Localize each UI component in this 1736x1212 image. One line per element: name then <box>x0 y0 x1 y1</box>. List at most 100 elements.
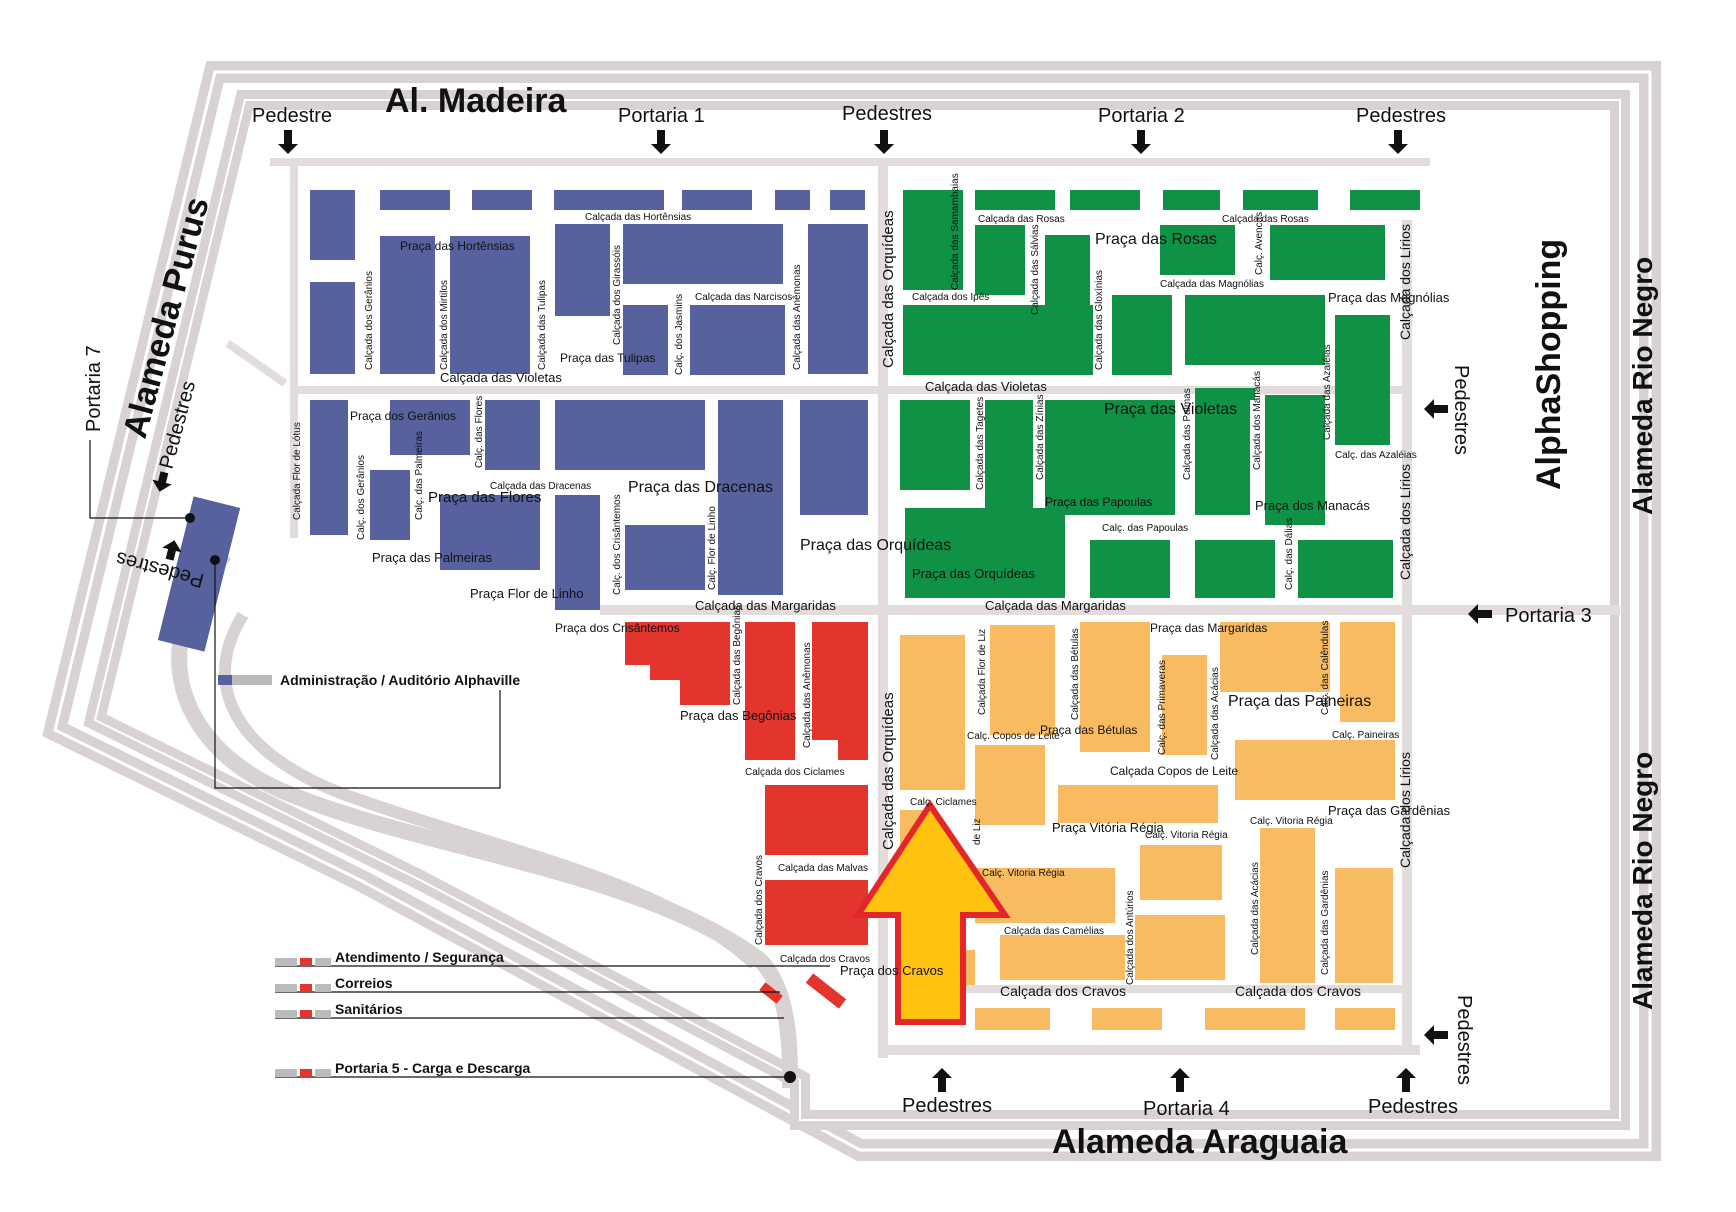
walkway-vitoria-regia-2: Calç. Vitoria Régia <box>1250 816 1333 827</box>
purus-curve <box>171 548 799 1089</box>
building <box>370 470 410 540</box>
portaria-7-leader <box>89 440 190 519</box>
margaridas-walkway <box>600 605 1620 615</box>
building <box>310 190 355 260</box>
walkway-gardenias: Calçada das Gardênias <box>1320 870 1331 975</box>
green-zone <box>900 190 1420 598</box>
walkway-grid <box>225 158 1620 1058</box>
walkway-violetas-left: Calçada das Violetas <box>440 370 562 385</box>
square-hortensias: Praça das Hortênsias <box>400 239 515 253</box>
lirios-walkway <box>1402 220 1412 1050</box>
up-arrow-icon <box>932 1068 952 1092</box>
building <box>1260 828 1315 983</box>
building <box>1235 740 1395 800</box>
building <box>1140 845 1222 900</box>
building <box>1070 190 1140 210</box>
building <box>472 190 532 210</box>
building <box>310 282 355 374</box>
building <box>555 400 705 470</box>
building <box>903 190 963 290</box>
building <box>990 625 1055 735</box>
building <box>1163 190 1220 210</box>
left-arrow-icon <box>1424 399 1448 419</box>
walkway-malvas: Calçada das Malvas <box>778 863 868 874</box>
building <box>1220 622 1330 692</box>
building <box>808 224 868 374</box>
atendimento-swatch <box>275 958 297 966</box>
building <box>554 190 664 210</box>
legend-correios: Correios <box>335 975 393 991</box>
left-arrow-icon <box>1468 604 1492 624</box>
violetas-walkway <box>290 386 1410 394</box>
down-arrow-icon <box>651 130 671 154</box>
building <box>1265 395 1325 525</box>
building <box>555 495 600 610</box>
portaria-5-swatch-red <box>300 1069 312 1077</box>
down-arrow-icon <box>1388 130 1408 154</box>
bottom-walkway <box>880 1045 1420 1055</box>
walkway-calc-palmeiras: Calç. das Palmeiras <box>414 431 425 520</box>
square-gardenias: Praça das Gardênias <box>1328 803 1451 818</box>
walkway-jasmins: Calç. dos Jasmins <box>674 294 685 375</box>
building <box>440 495 540 570</box>
building <box>800 400 868 515</box>
walkway-flor-de-lotus: Calçada Flor de Lótus <box>292 422 303 520</box>
walkway-acacias-2: Calçada das Acácias <box>1250 862 1261 955</box>
square-dracenas: Praça das Dracenas <box>628 479 773 496</box>
admin-dot <box>210 555 220 565</box>
building <box>1185 295 1325 365</box>
walkway-ciclames: Calçada dos Ciclames <box>745 767 845 778</box>
gate-portaria-1: Portaria 1 <box>618 105 705 127</box>
building <box>900 635 965 790</box>
correios-swatch-red <box>300 984 312 992</box>
building <box>623 305 668 375</box>
building <box>1000 935 1125 980</box>
building <box>900 400 970 490</box>
building <box>1160 225 1235 275</box>
building <box>1135 915 1225 980</box>
building <box>1045 235 1090 315</box>
purus-curve-2 <box>219 611 759 969</box>
walkway-copos-leite-2: Calçada Copos de Leite <box>1110 764 1238 778</box>
walkway-calc-ciclames: Calç. Ciclames <box>910 797 977 808</box>
walkway-crisantemos: Calç. dos Crisântemos <box>612 494 623 595</box>
walkway-zinias: Calçada das Zínias <box>1035 394 1046 480</box>
sanitarios-swatch <box>275 1010 297 1018</box>
walkway-lirios-1: Calçada dos Lírios <box>1397 224 1413 340</box>
walkway-vitoria-regia-3: Calç. Vitoria Régia <box>982 868 1065 879</box>
walkway-primaveras: Calç. das Primaveras <box>1157 660 1168 755</box>
outer-road-inner-line <box>53 70 1652 1152</box>
building <box>450 236 530 374</box>
road-network <box>42 61 1661 1161</box>
red-zone <box>625 622 868 1009</box>
walkway-tagetes: Calçada das Tagetes <box>975 397 986 490</box>
sanitary-kiosk <box>759 982 783 1004</box>
walkway-violetas-right: Calçada das Violetas <box>925 379 1047 394</box>
walkway-gloxinias: Calçada das Gloxínias <box>1094 270 1105 370</box>
walkway-calendulas: Calç. das Calêndulas <box>1320 621 1331 716</box>
building <box>1350 190 1420 210</box>
square-flor-de-linho: Praça Flor de Linho <box>470 586 583 601</box>
walkway-salvias: Calçada das Sálvias <box>1030 224 1041 315</box>
building <box>380 236 435 374</box>
square-geranios: Praça dos Gerânios <box>350 409 456 423</box>
walkway-begonias: Calçada das Begônias <box>732 605 743 705</box>
building <box>903 305 1093 375</box>
admin-swatch <box>218 675 232 685</box>
legend-swatches <box>218 675 331 1077</box>
square-margaridas: Praça das Margaridas <box>1150 621 1267 635</box>
down-arrow-icon <box>278 130 298 154</box>
walkway-anemonas-blue: Calçada das Anêmonas <box>792 264 803 370</box>
legend-atendimento: Atendimento / Segurança <box>335 949 504 965</box>
walkway-cravos-vertical: Calçada dos Cravos <box>754 855 765 945</box>
walkway-palmas: Calçada das Palmas <box>1182 388 1193 480</box>
building <box>390 400 470 455</box>
walkway-lirios-3: Calçada dos Lírios <box>1397 752 1413 868</box>
building <box>1205 1008 1305 1030</box>
building <box>718 400 783 595</box>
building <box>1195 540 1275 598</box>
square-cravos: Praça dos Cravos <box>840 963 944 978</box>
walkway-avencas: Calç. Avencas <box>1254 212 1265 275</box>
building <box>310 400 348 535</box>
